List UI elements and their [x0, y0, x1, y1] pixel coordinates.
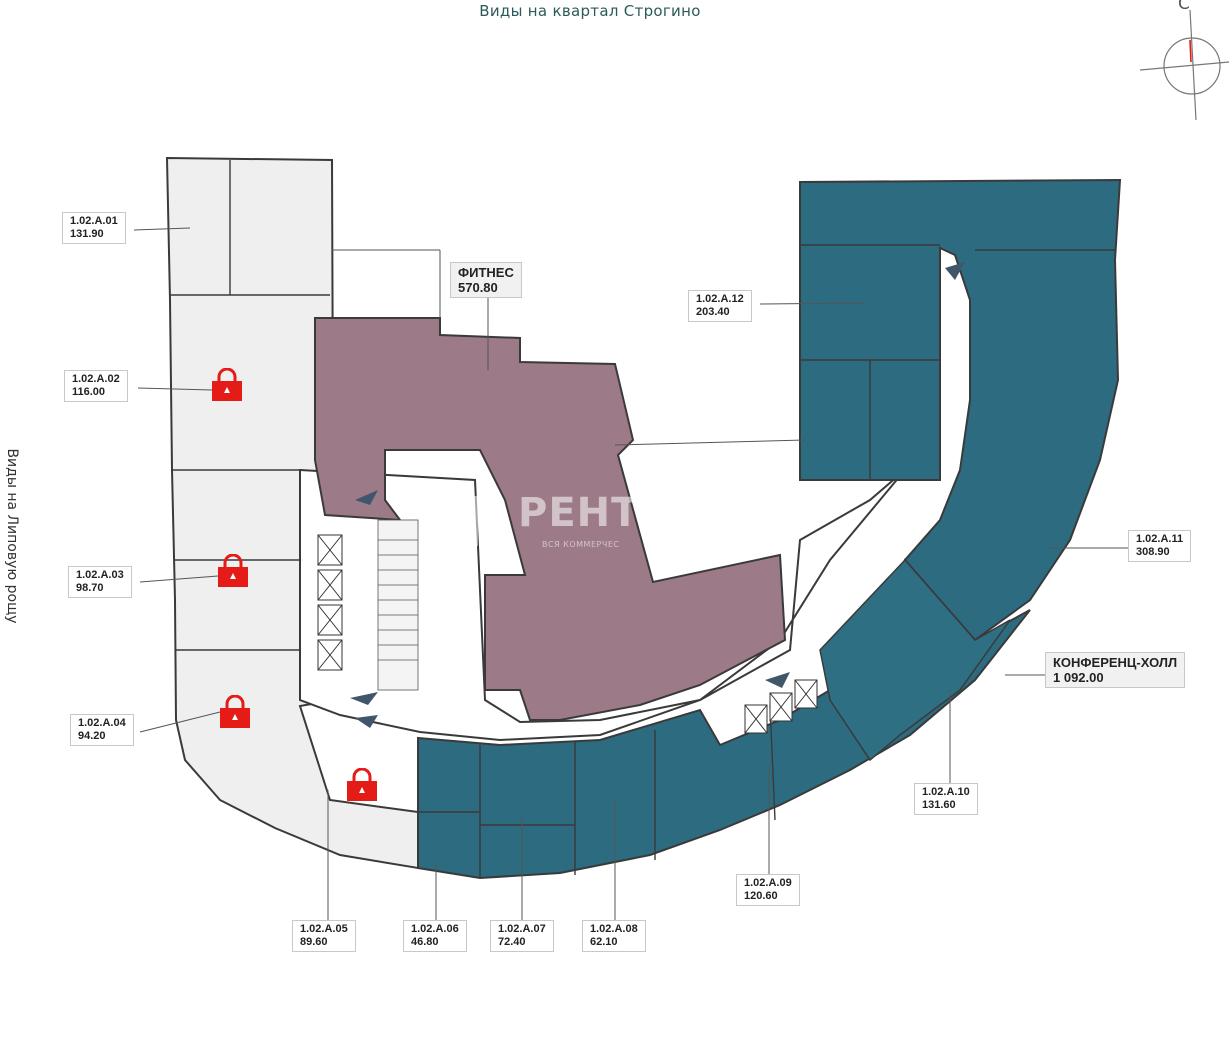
unit-area: 131.60 [922, 799, 956, 811]
conference-area: 1 092.00 [1053, 670, 1104, 685]
unit-id: 1.02.A.04 [78, 717, 126, 729]
label-unit-a11[interactable]: 1.02.A.11 308.90 [1128, 530, 1192, 562]
unit-area: 308.90 [1136, 546, 1170, 558]
watermark-logo-icon [448, 496, 494, 546]
lock-icon[interactable] [345, 768, 379, 802]
unit-area: 62.10 [590, 936, 618, 948]
lock-icon[interactable] [218, 695, 252, 729]
partition-lines [170, 160, 1115, 878]
wing-east-offices [799, 178, 1122, 642]
label-unit-a06[interactable]: 1.02.A.06 46.80 [403, 920, 467, 952]
caption-side: Виды на Липовую рощу [4, 448, 20, 624]
watermark-sub: ВСЯ КОММЕРЧЕС [542, 540, 620, 549]
conference-name: КОНФЕРЕНЦ-ХОЛЛ [1053, 655, 1178, 670]
unit-area: 120.60 [744, 890, 778, 902]
unit-area: 89.60 [300, 936, 328, 948]
label-conference[interactable]: КОНФЕРЕНЦ-ХОЛЛ 1 092.00 [1045, 652, 1186, 688]
label-unit-a08[interactable]: 1.02.A.08 62.10 [582, 920, 646, 952]
unit-area: 116.00 [72, 386, 106, 398]
lock-icon[interactable] [210, 368, 244, 402]
watermark-word: РЕНТ [518, 490, 640, 536]
fitness-area: 570.80 [458, 280, 498, 295]
unit-id: 1.02.A.01 [70, 215, 118, 227]
unit-id: 1.02.A.11 [1136, 533, 1184, 545]
fitness-name: ФИТНЕС [458, 265, 514, 280]
unit-id: 1.02.A.08 [590, 923, 638, 935]
compass-icon [1139, 9, 1229, 121]
unit-id: 1.02.A.09 [744, 877, 792, 889]
label-unit-a03[interactable]: 1.02.A.03 98.70 [68, 566, 132, 598]
label-unit-a07[interactable]: 1.02.A.07 72.40 [490, 920, 554, 952]
conference-hall [819, 558, 1011, 762]
unit-area: 94.20 [78, 730, 106, 742]
unit-area: 98.70 [76, 582, 104, 594]
label-unit-a09[interactable]: 1.02.A.09 120.60 [736, 874, 800, 906]
unit-id: 1.02.A.03 [76, 569, 124, 581]
unit-area: 203.40 [696, 306, 730, 318]
stairs [377, 519, 419, 691]
label-unit-a12[interactable]: 1.02.A.12 203.40 [688, 290, 752, 322]
label-fitness[interactable]: ФИТНЕС 570.80 [450, 262, 522, 298]
unit-id: 1.02.A.05 [300, 923, 348, 935]
entrance-arrows [350, 262, 965, 728]
watermark: РЕНТ ВСЯ КОММЕРЧЕС [430, 488, 660, 558]
elevators [317, 534, 818, 734]
unit-id: 1.02.A.07 [498, 923, 546, 935]
compass-north-letter: С [1178, 0, 1190, 14]
unit-id: 1.02.A.12 [696, 293, 744, 305]
caption-top: Виды на квартал Строгино [479, 2, 701, 20]
label-unit-a01[interactable]: 1.02.A.01 131.90 [62, 212, 126, 244]
unit-area: 46.80 [411, 936, 439, 948]
lock-icon[interactable] [216, 554, 250, 588]
unit-area: 72.40 [498, 936, 526, 948]
unit-area: 131.90 [70, 228, 104, 240]
leader-lines [133, 227, 1130, 925]
label-unit-a04[interactable]: 1.02.A.04 94.20 [70, 714, 134, 746]
unit-id: 1.02.A.06 [411, 923, 459, 935]
unit-id: 1.02.A.02 [72, 373, 120, 385]
label-unit-a02[interactable]: 1.02.A.02 116.00 [64, 370, 128, 402]
label-unit-a10[interactable]: 1.02.A.10 131.60 [914, 783, 978, 815]
unit-id: 1.02.A.10 [922, 786, 970, 798]
label-unit-a05[interactable]: 1.02.A.05 89.60 [292, 920, 356, 952]
fitness-zone [314, 317, 787, 721]
